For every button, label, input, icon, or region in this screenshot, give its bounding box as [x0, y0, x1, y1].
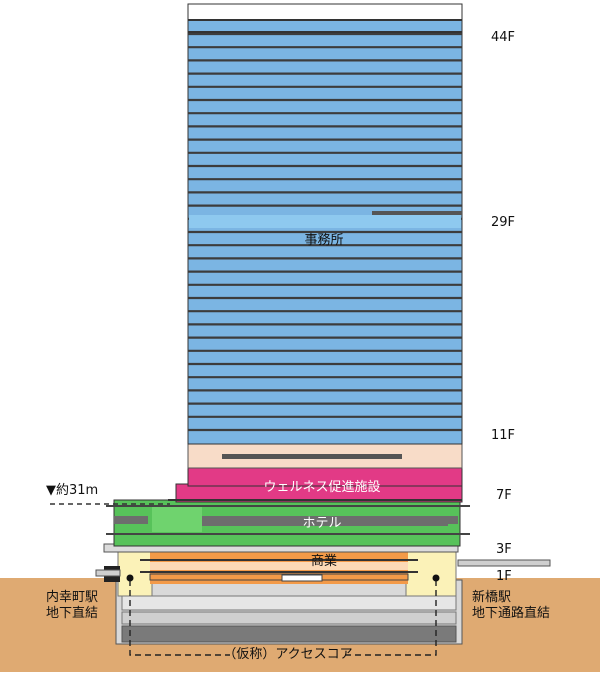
zone-label-wellness: ウェルネス促進施設 — [263, 480, 381, 495]
floor-label-29f: 29F — [491, 215, 516, 230]
roof-crown — [187, 3, 463, 21]
access-core-right — [405, 551, 457, 597]
floor-label-11f: 11F — [491, 428, 516, 443]
entrance — [281, 574, 323, 582]
commercial-floor — [149, 573, 409, 581]
access-core-point-left — [126, 574, 134, 582]
height-marker-label: ▼約31m — [46, 483, 99, 498]
office-floor-lines — [188, 32, 462, 432]
station-left: 内幸町駅 地下直結 — [46, 590, 98, 622]
access-core-label: （仮称）アクセスコア — [223, 647, 353, 662]
hotel-atrium — [152, 506, 202, 532]
station-right-link: 地下通路直結 — [472, 606, 551, 621]
access-core-point-right — [432, 574, 440, 582]
station-right: 新橋駅 地下通路直結 — [472, 590, 550, 622]
basement-level — [121, 625, 457, 643]
office-highlight-floor — [189, 215, 461, 228]
floor-label-3f: 3F — [496, 542, 512, 557]
access-core-route — [129, 580, 437, 656]
floor-label-7f: 7F — [496, 488, 512, 503]
zone-label-office: 事務所 — [304, 233, 344, 248]
station-left-link: 地下直結 — [46, 606, 99, 621]
floor-label-1f: 1F — [496, 569, 512, 584]
zone-label-hotel: ホテル — [302, 516, 342, 531]
commercial-floor — [150, 562, 408, 570]
right-canopy — [457, 559, 551, 567]
mechanical-duct — [222, 454, 402, 459]
access-core-left — [117, 551, 153, 597]
hotel-corridor — [436, 516, 458, 524]
station-right-name: 新橋駅 — [472, 590, 512, 605]
basement-level — [121, 595, 457, 611]
office-partition — [372, 211, 462, 215]
zone-label-commercial: 商業 — [310, 554, 338, 569]
basement-level — [121, 611, 457, 625]
floor-label-44f: 44F — [491, 30, 516, 45]
hotel-corridor — [114, 516, 148, 524]
hotel-corridor — [202, 516, 448, 526]
station-left-name: 内幸町駅 — [46, 590, 99, 605]
left-canopy — [95, 569, 121, 577]
